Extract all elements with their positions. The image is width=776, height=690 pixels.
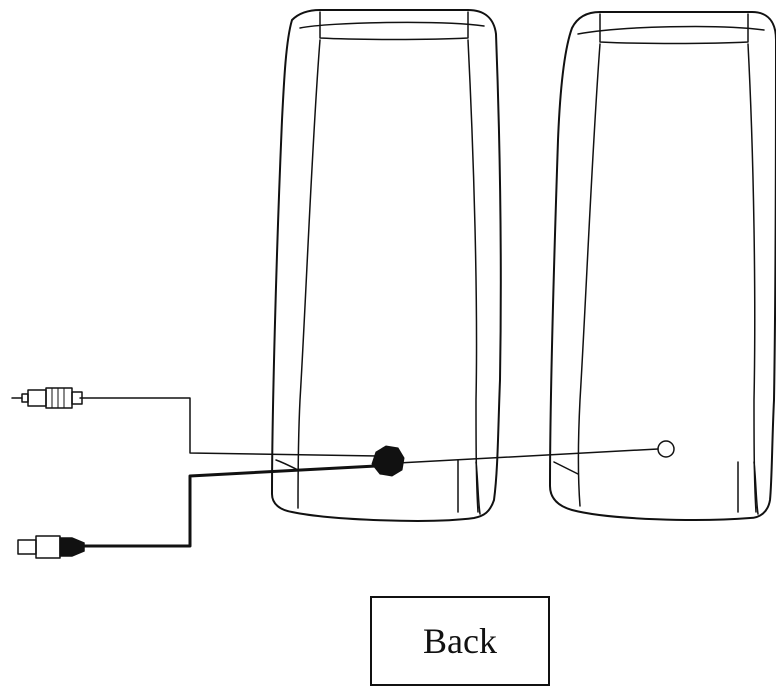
audio-jack-plug-icon	[11, 387, 83, 409]
speaker-link-cable	[397, 448, 659, 464]
caption-box: Back	[370, 596, 550, 686]
right-speaker-lower-panel-left	[553, 461, 579, 475]
cable-entry-grommet-icon	[371, 445, 405, 477]
left-speaker	[271, 9, 502, 522]
right-port-icon	[657, 440, 675, 458]
cable-hub	[371, 445, 405, 477]
right-speaker-lower-panel-right-b	[753, 461, 759, 515]
right-speaker	[549, 11, 776, 521]
left-speaker-lower-panel-right-b	[475, 461, 481, 515]
left-speaker-top-cap-inner	[319, 11, 469, 41]
right-speaker-outline	[549, 11, 776, 521]
right-speaker-inner-left-edge	[577, 43, 601, 507]
cables	[70, 397, 659, 548]
usb-cable	[70, 464, 378, 548]
usb-plug-icon	[17, 535, 85, 559]
left-speaker-top-cap	[299, 21, 485, 29]
left-speaker-inner-left-edge	[297, 39, 321, 509]
right-speaker-top-cap	[577, 25, 765, 35]
audio-cable	[79, 397, 379, 457]
caption-label: Back	[423, 621, 497, 661]
left-speaker-inner-right-edge	[467, 39, 479, 513]
left-speaker-lower-panel-left	[275, 459, 299, 471]
left-speaker-outline	[271, 9, 502, 522]
usb-plug-boot	[59, 537, 85, 557]
right-speaker-inner-right-edge	[747, 43, 757, 513]
right-speaker-top-cap-inner	[599, 13, 749, 45]
